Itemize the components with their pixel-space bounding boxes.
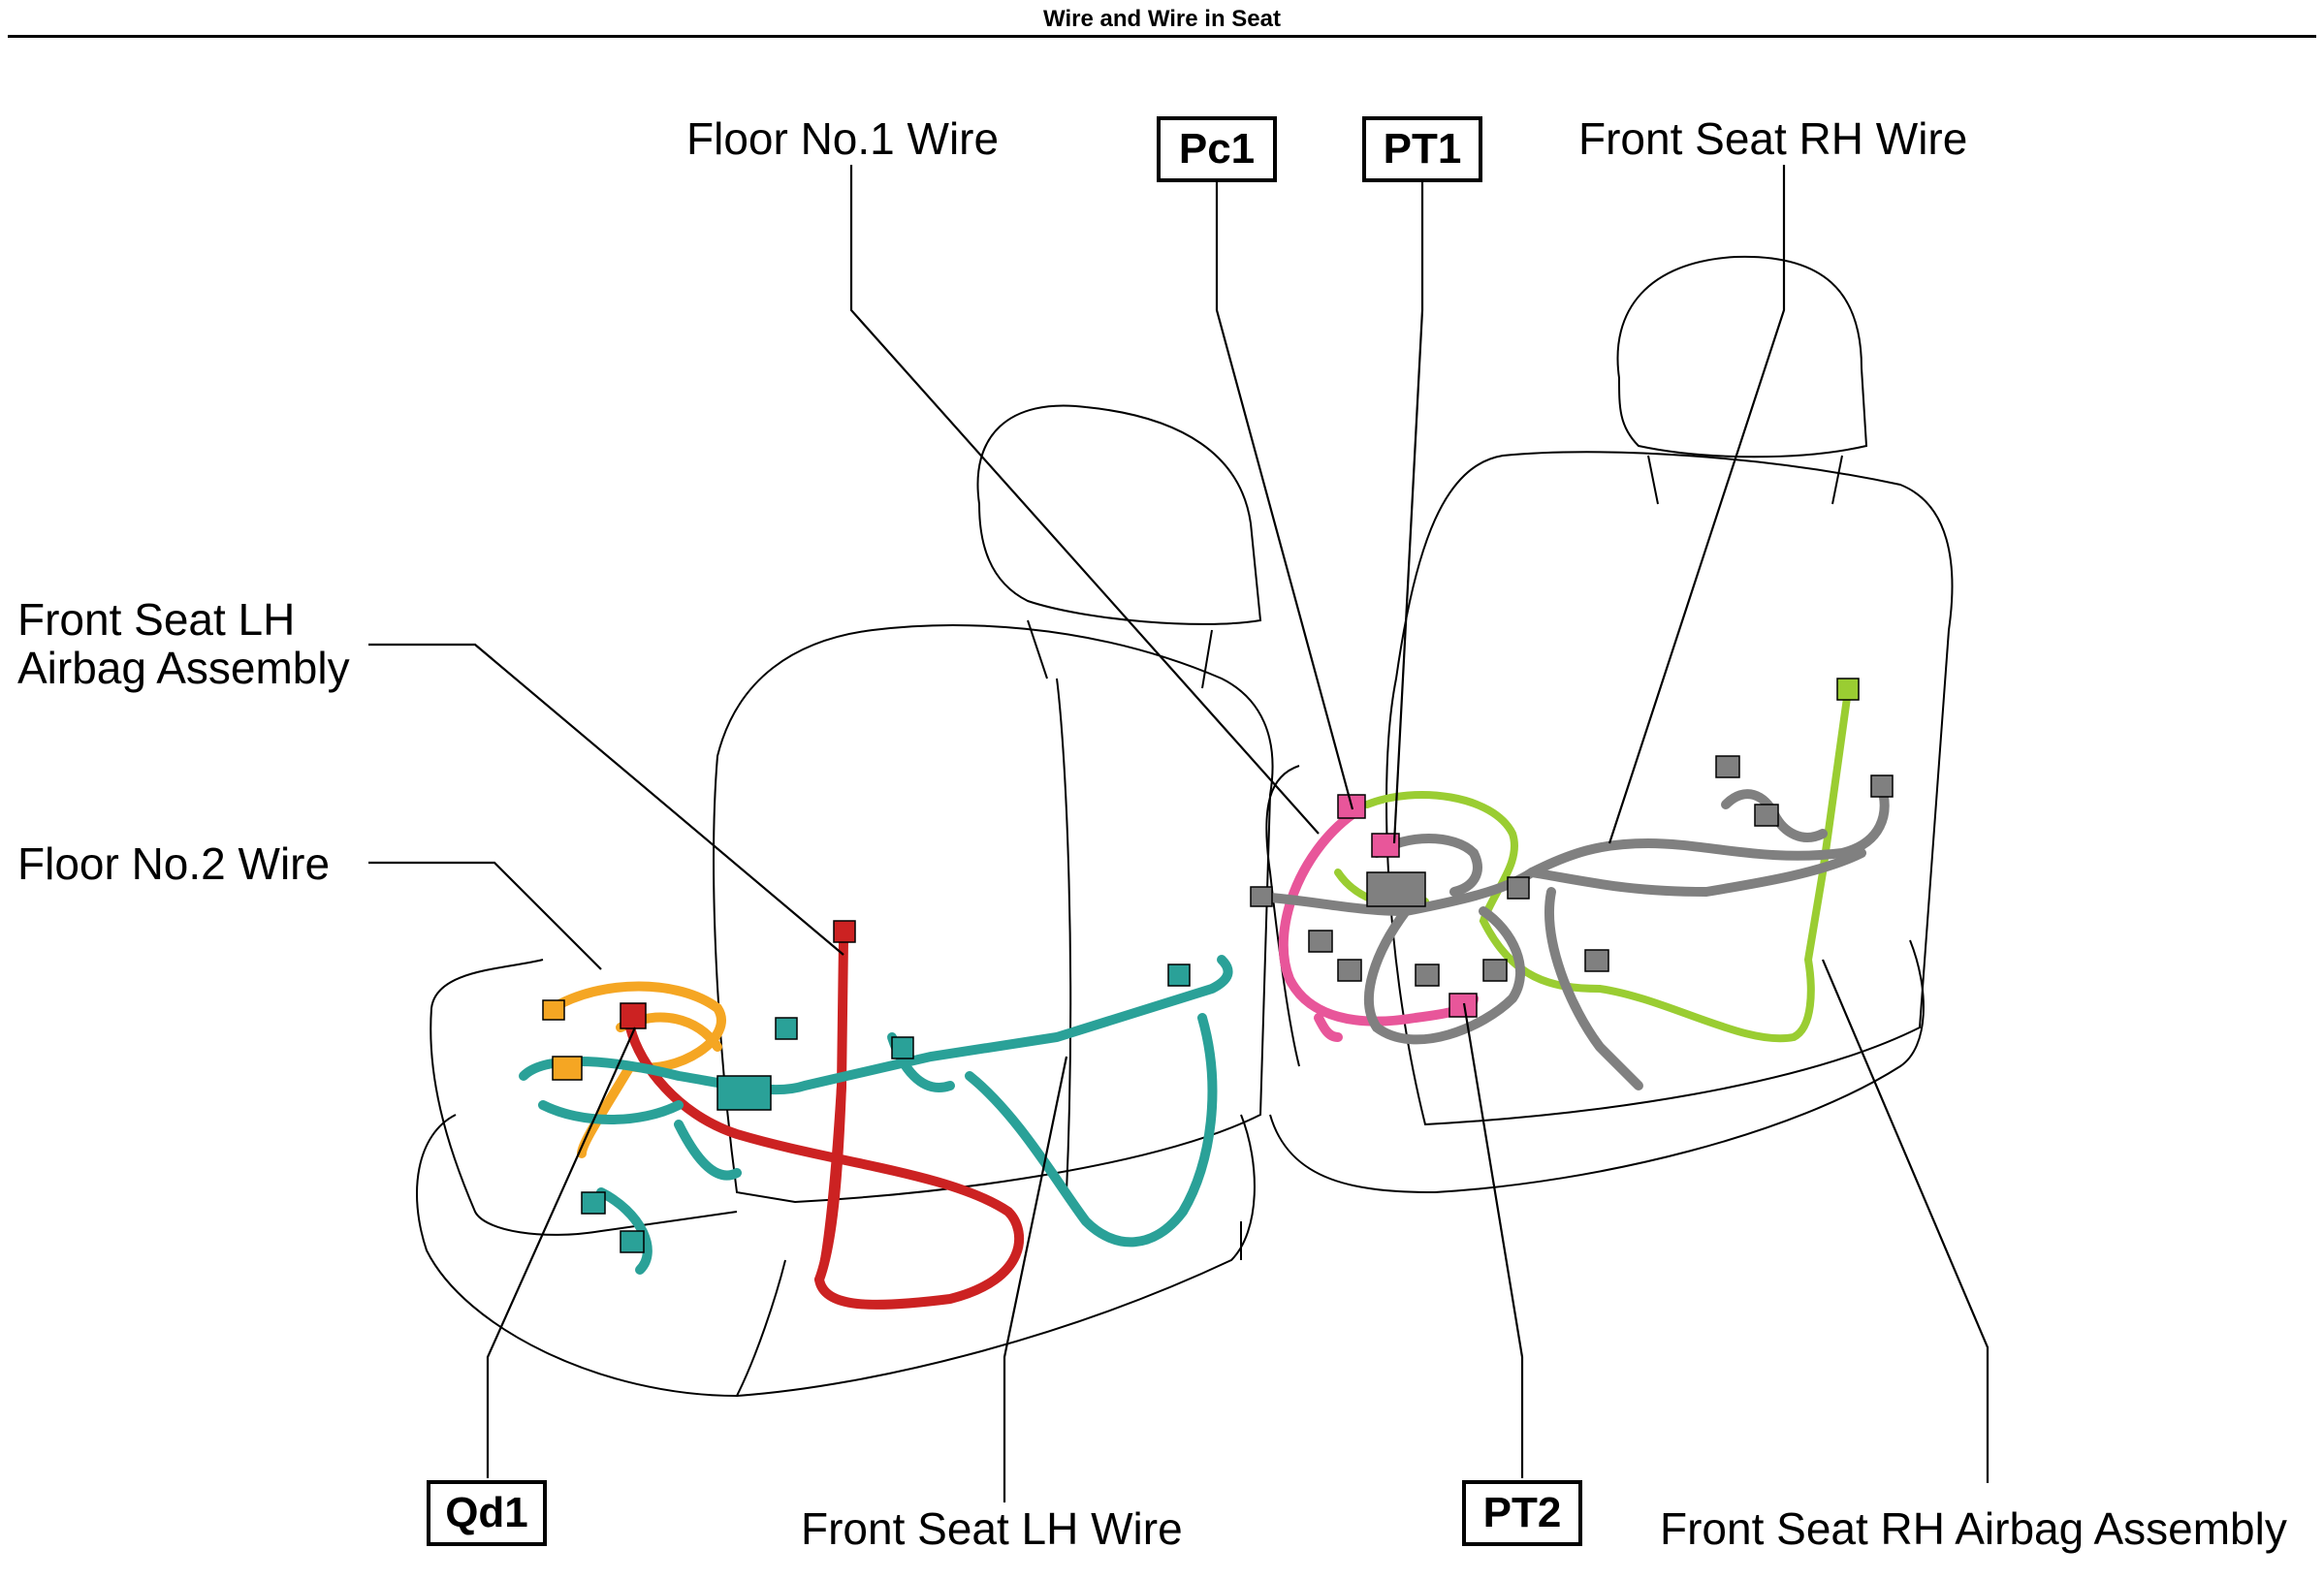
leader-front-seat-rh-airbag [1821, 959, 1990, 1483]
left-seat-outline [416, 404, 1274, 1398]
leader-pt1 [1392, 179, 1424, 844]
page-title: Wire and Wire in Seat [1043, 6, 1281, 32]
label-front-seat-lh-airbag-line2: Airbag Assembly [17, 643, 350, 693]
leader-front-seat-lh-wire [1003, 1056, 1068, 1502]
connector-box-qd1: Qd1 [427, 1480, 547, 1546]
leader-floor-no2-wire [368, 861, 602, 970]
leader-front-seat-lh-airbag [368, 643, 844, 956]
leader-lines [368, 165, 1990, 1502]
floor-no1-wire-harness [625, 935, 1025, 1310]
leader-pt2 [1462, 1002, 1524, 1478]
header-divider [8, 35, 2316, 38]
leader-front-seat-rh-wire [1608, 165, 1786, 844]
page-header: Wire and Wire in Seat [0, 0, 2324, 41]
label-floor-no2-wire: Floor No.2 Wire [17, 838, 331, 889]
connector-box-pc1: Pc1 [1157, 116, 1277, 182]
label-floor-no1-wire: Floor No.1 Wire [686, 113, 1000, 164]
front-seat-rh-wire-harness [1256, 780, 1890, 1090]
label-front-seat-lh-airbag-line1: Front Seat LH [17, 594, 296, 645]
airbag-rh-wire-harness [1334, 694, 1851, 1043]
connector-box-pt2: PT2 [1462, 1480, 1582, 1546]
label-front-seat-rh-airbag-assembly: Front Seat RH Airbag Assembly [1660, 1503, 2287, 1554]
right-seat-outline [1265, 255, 1954, 1194]
label-front-seat-lh-wire: Front Seat LH Wire [801, 1503, 1183, 1554]
connector-box-pt1: PT1 [1362, 116, 1482, 182]
wire-connectors [542, 678, 1894, 1253]
leader-pc1 [1215, 179, 1354, 810]
pink-wire-harness [1278, 809, 1479, 1042]
leader-floor-no1-wire [849, 165, 1320, 835]
label-front-seat-rh-wire: Front Seat RH Wire [1578, 113, 1968, 164]
leader-qd1 [486, 1027, 637, 1478]
